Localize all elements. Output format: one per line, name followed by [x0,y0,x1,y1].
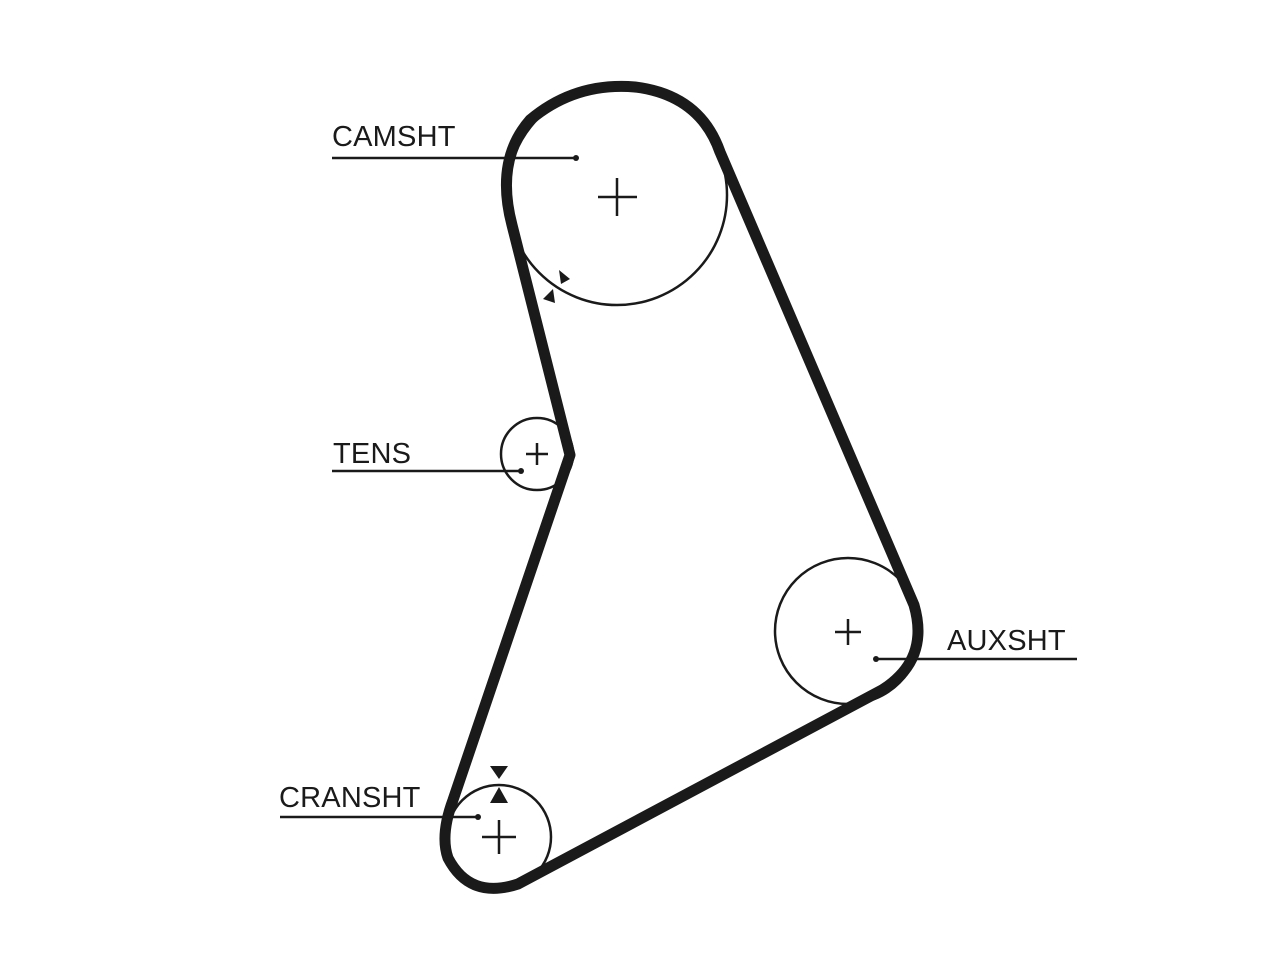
crankshaft-label: CRANSHT [279,782,421,814]
auxshaft-center-icon [835,619,861,645]
crankshaft-center-icon [482,820,516,854]
tensioner-center-icon [526,443,548,465]
tensioner-label: TENS [333,438,411,470]
crankshaft-timing-mark-up-icon [490,787,508,803]
timing-belt [439,80,924,894]
leader-dots [475,155,879,820]
tensioner-leader-dot [518,468,524,474]
camshaft-leader-dot [573,155,579,161]
camshaft-belt-timing-mark-icon [543,289,555,303]
crankshaft-timing-mark-down-icon [490,766,508,779]
center-marks [482,178,861,854]
camshaft-label: CAMSHT [332,121,456,153]
camshaft-timing-mark-icon [559,270,570,284]
auxshaft-label: AUXSHT [947,625,1066,657]
timing-marks [490,270,570,803]
auxshaft-leader-dot [873,656,879,662]
pulleys [445,83,923,891]
labels: CAMSHT TENS AUXSHT CRANSHT [279,121,1066,814]
leader-lines [280,156,1077,819]
crankshaft-leader-dot [475,814,481,820]
camshaft-center-icon [598,178,637,216]
